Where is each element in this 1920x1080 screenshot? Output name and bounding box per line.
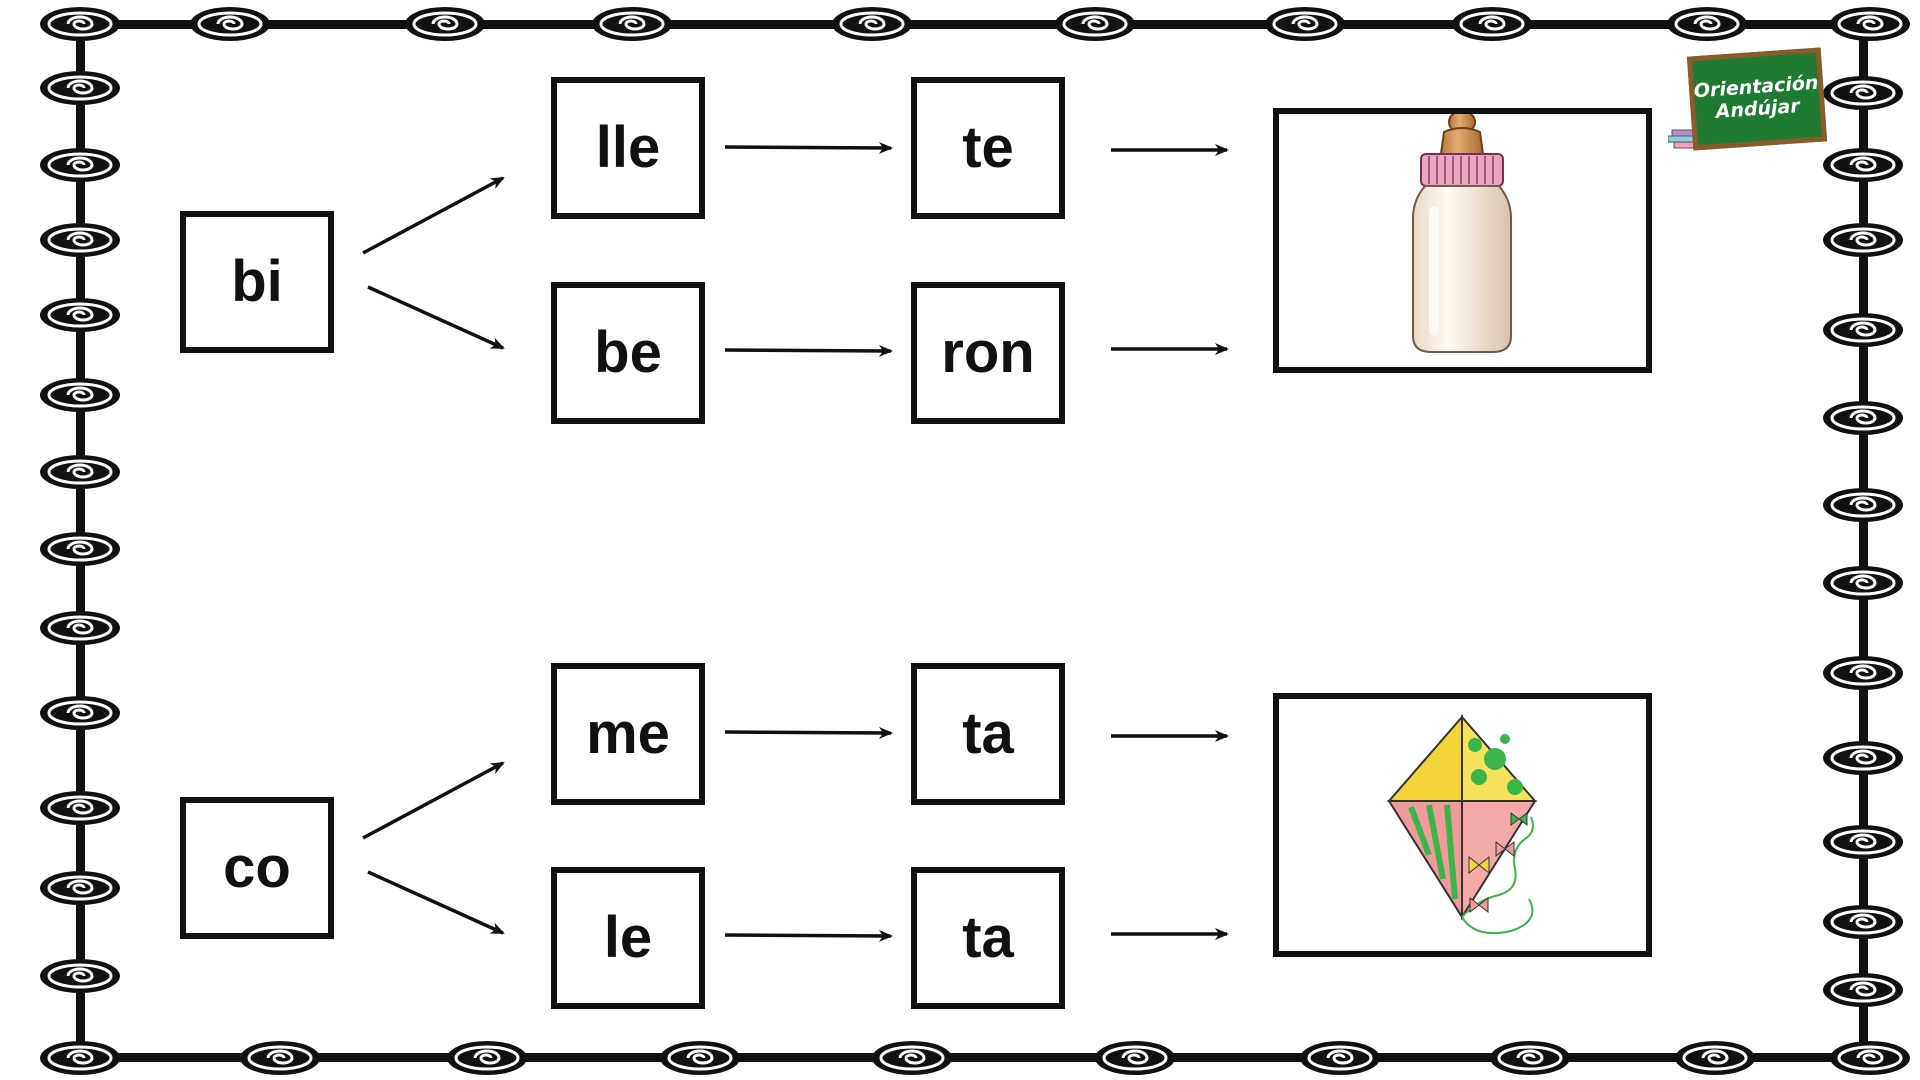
spiral-ornament [1823, 656, 1903, 690]
spiral-ornament [240, 1041, 320, 1075]
syllable-box-start: co [180, 797, 334, 939]
syllable-text: lle [595, 115, 661, 180]
syllable-text: ron [941, 320, 1035, 385]
spiral-ornament [1675, 1041, 1755, 1075]
spiral-ornament [1300, 1041, 1380, 1075]
spiral-ornament [40, 7, 120, 41]
kite-icon [1386, 714, 1538, 935]
baby-bottle-icon [1412, 110, 1512, 353]
spiral-ornament [40, 148, 120, 182]
spiral-ornament [1823, 401, 1903, 435]
syllable-text: ta [962, 905, 1014, 970]
arrow-bi-to-be [367, 285, 505, 350]
syllable-box-end: ta [911, 663, 1065, 805]
syllable-box-end: ron [911, 282, 1065, 424]
spiral-ornament [40, 696, 120, 730]
syllable-box-middle: me [551, 663, 705, 805]
spiral-ornament [1823, 148, 1903, 182]
spiral-ornament [40, 791, 120, 825]
picture-box-baby-bottle [1273, 108, 1652, 373]
spiral-ornament [1055, 7, 1135, 41]
syllable-box-start: bi [180, 211, 334, 353]
spiral-ornament [190, 7, 270, 41]
syllable-box-end: ta [911, 867, 1065, 1009]
spiral-ornament [592, 7, 672, 41]
arrow-be-to-ron [724, 344, 893, 357]
spiral-ornament [405, 7, 485, 41]
syllable-text: me [586, 701, 670, 766]
spiral-ornament [872, 1041, 952, 1075]
spiral-ornament [1452, 7, 1532, 41]
spiral-ornament [1823, 825, 1903, 859]
spiral-ornament [40, 378, 120, 412]
syllable-box-middle: lle [551, 77, 705, 219]
spiral-ornament [40, 1041, 120, 1075]
spiral-ornament [40, 223, 120, 257]
picture-box-kite [1273, 693, 1652, 957]
spiral-ornament [1823, 741, 1903, 775]
spiral-ornament [832, 7, 912, 41]
frame-right-line [1859, 20, 1868, 1062]
spiral-ornament [1265, 7, 1345, 41]
spiral-ornament [40, 71, 120, 105]
arrow-le-to-ta [724, 929, 893, 942]
spiral-ornament [40, 611, 120, 645]
arrow-lle-to-te [724, 141, 893, 154]
logo-line-2: Andújar [1715, 95, 1801, 123]
spiral-ornament [447, 1041, 527, 1075]
syllable-text: ta [962, 701, 1014, 766]
syllable-box-middle: le [551, 867, 705, 1009]
syllable-box-end: te [911, 77, 1065, 219]
spiral-ornament [1830, 7, 1910, 41]
spiral-ornament [1823, 905, 1903, 939]
chalkboard-logo: Orientación Andújar [1686, 47, 1828, 151]
spiral-ornament [40, 455, 120, 489]
spiral-ornament [1830, 1041, 1910, 1075]
spiral-ornament [40, 532, 120, 566]
arrow-bi-to-lle [362, 176, 505, 255]
syllable-text: co [223, 835, 291, 900]
syllable-text: le [603, 905, 653, 970]
spiral-ornament [660, 1041, 740, 1075]
spiral-ornament [1823, 313, 1903, 347]
syllable-box-middle: be [551, 282, 705, 424]
frame-bottom-line [80, 1053, 1860, 1062]
frame-top-line [80, 20, 1860, 29]
syllable-text: bi [231, 249, 283, 314]
spiral-ornament [1095, 1041, 1175, 1075]
spiral-ornament [1823, 566, 1903, 600]
spiral-ornament [1490, 1041, 1570, 1075]
spiral-ornament [1823, 488, 1903, 522]
arrow-co-to-le [367, 870, 505, 935]
spiral-ornament [40, 871, 120, 905]
arrow-me-to-ta [724, 726, 893, 739]
spiral-ornament [1823, 973, 1903, 1007]
spiral-ornament [40, 298, 120, 332]
arrow-co-to-me [362, 761, 505, 840]
spiral-ornament [40, 959, 120, 993]
spiral-ornament [1667, 7, 1747, 41]
spiral-ornament [1823, 223, 1903, 257]
syllable-text: be [594, 320, 662, 385]
syllable-text: te [962, 115, 1014, 180]
spiral-ornament [1823, 76, 1903, 110]
